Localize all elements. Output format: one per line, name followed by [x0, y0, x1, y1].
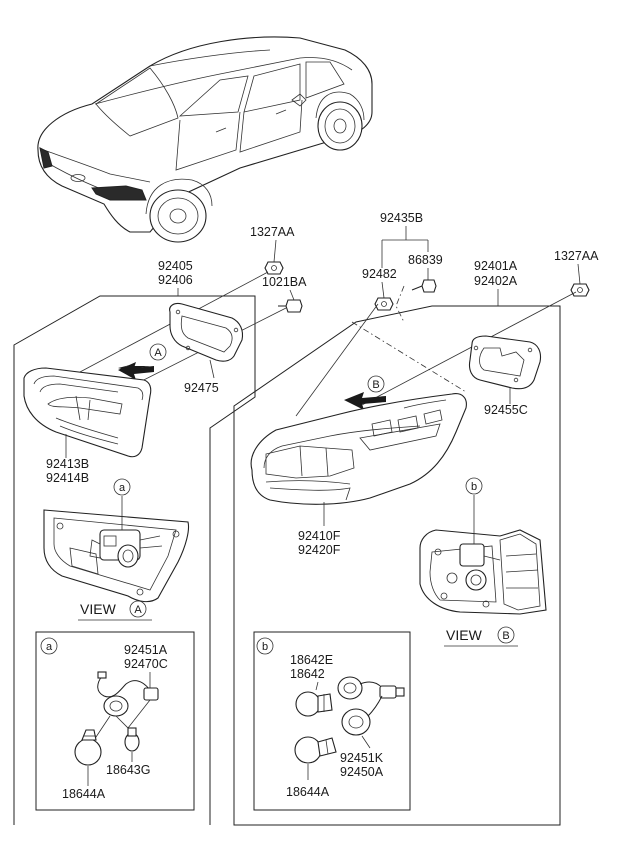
detail-box-b	[253, 631, 411, 811]
inner-tail-lamp	[23, 367, 152, 458]
view-A-callout: A	[134, 604, 142, 616]
callout-a-view: a	[119, 482, 126, 494]
bulb-18642	[295, 691, 333, 717]
label-1021BA: 1021BA	[262, 275, 307, 289]
label-92450A: 92450A	[340, 765, 384, 779]
label-92414B: 92414B	[46, 471, 89, 485]
nut-1327AA-right	[570, 283, 590, 297]
label-92475: 92475	[184, 381, 219, 395]
callout-b-view: b	[471, 481, 477, 493]
callout-b-box: b	[262, 641, 268, 653]
socket-harness-a	[93, 671, 159, 741]
callout-a-box: a	[46, 641, 53, 653]
bulb-18644A-left	[74, 729, 102, 766]
label-92435B: 92435B	[380, 211, 423, 225]
view-B-drawing	[419, 529, 547, 615]
arrow-B	[344, 392, 386, 410]
bulb-18643G	[124, 727, 140, 752]
label-92420F: 92420F	[298, 543, 341, 557]
label-92470C: 92470C	[124, 657, 168, 671]
label-18642: 18642	[290, 667, 325, 681]
view-A-drawing	[43, 509, 190, 603]
gasket-92455C	[468, 335, 542, 390]
label-18642E: 18642E	[290, 653, 333, 667]
nut-1327AA-left	[264, 261, 284, 275]
outer-tail-lamp	[250, 393, 467, 505]
bulb-18644A-right	[294, 736, 337, 764]
label-1327AA-left: 1327AA	[250, 225, 295, 239]
detail-box-a	[35, 631, 195, 811]
label-92410F: 92410F	[298, 529, 341, 543]
label-92482: 92482	[362, 267, 397, 281]
left-section: 1327AA 92405 92406 1021BA 92475 A	[13, 225, 307, 825]
label-92455C: 92455C	[484, 403, 528, 417]
bolt-1021BA	[278, 299, 303, 313]
label-92406: 92406	[158, 273, 193, 287]
label-1327AA-right: 1327AA	[554, 249, 599, 263]
callout-B-arrow: B	[372, 379, 379, 391]
label-92451K: 92451K	[340, 751, 384, 765]
label-18644A-right: 18644A	[286, 785, 330, 799]
gasket-92475	[169, 302, 244, 362]
label-92402A: 92402A	[474, 274, 518, 288]
label-92405: 92405	[158, 259, 193, 273]
label-18644A-left: 18644A	[62, 787, 106, 801]
label-92401A: 92401A	[474, 259, 518, 273]
screw-86839	[411, 279, 437, 293]
car-illustration	[37, 36, 373, 243]
view-B-callout: B	[502, 630, 509, 642]
callout-A-arrow: A	[154, 347, 162, 359]
right-section: 92435B 92482 86839 92401A 92402A 1327AA	[233, 211, 599, 826]
label-86839: 86839	[408, 253, 443, 267]
label-92451A: 92451A	[124, 643, 168, 657]
socket-lower-b	[341, 695, 383, 736]
label-18643G: 18643G	[106, 763, 150, 777]
socket-upper-b	[337, 676, 405, 700]
view-B-label: VIEW	[446, 627, 483, 643]
label-92413B: 92413B	[46, 457, 89, 471]
nut-92482	[374, 297, 394, 311]
view-A-label: VIEW	[80, 601, 117, 617]
